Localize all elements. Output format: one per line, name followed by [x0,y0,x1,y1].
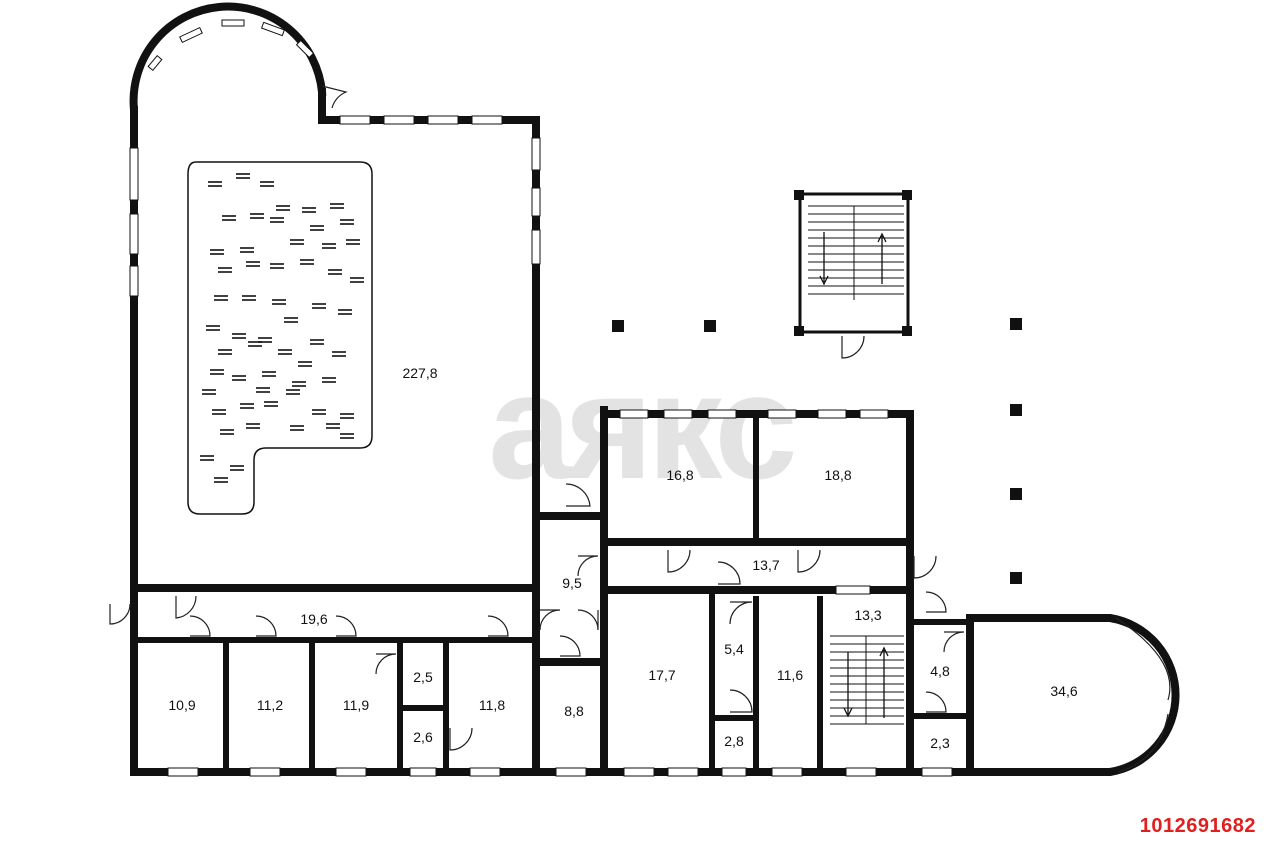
room-label-2-3: 2,3 [930,735,950,751]
room-label-4-8: 4,8 [930,663,950,679]
room-label-34-6: 34,6 [1050,683,1077,699]
lower-right-walls [600,585,974,777]
room-label-17-7: 17,7 [648,667,675,683]
room-label-13-7: 13,7 [752,557,779,573]
room-label-10-9: 10,9 [168,697,195,713]
round-room-walls [966,614,1180,776]
stair-tower [794,190,912,359]
room-label-pool-hall: 227,8 [402,365,437,381]
room-label-5-4: 5,4 [724,641,744,657]
room-label-11-2: 11,2 [257,697,283,713]
stairs-lower [830,635,904,725]
arrow-up-icon [879,646,889,718]
bottom-left-walls [109,584,544,777]
room-label-11-6: 11,6 [777,667,803,683]
arrow-down-icon [819,232,829,286]
pool-water-marks [200,173,364,483]
room-label-11-9: 11,9 [343,697,369,713]
room-label-8-8: 8,8 [564,703,584,719]
room-label-13-3: 13,3 [854,607,881,623]
watermark-logo: аякс [488,342,794,510]
columns [612,318,1022,584]
listing-id: 1012691682 [1139,815,1256,837]
pool-hall-walls [129,2,541,592]
room-label-19-6: 19,6 [300,611,327,627]
room-label-2-6: 2,6 [413,729,433,745]
upper-right-walls [600,409,937,594]
pool [187,161,373,515]
room-label-18-8: 18,8 [824,467,851,483]
room-label-16-8: 16,8 [666,467,693,483]
room-label-9-5: 9,5 [562,575,582,591]
room-labels: 227,8 16,8 18,8 13,7 9,5 19,6 13,3 10,9 … [168,365,1077,751]
room-label-2-8: 2,8 [724,733,744,749]
room-label-11-8: 11,8 [479,697,505,713]
arrow-down-icon [843,652,853,718]
room-label-2-5: 2,5 [413,669,433,685]
arrow-up-icon [877,232,887,284]
